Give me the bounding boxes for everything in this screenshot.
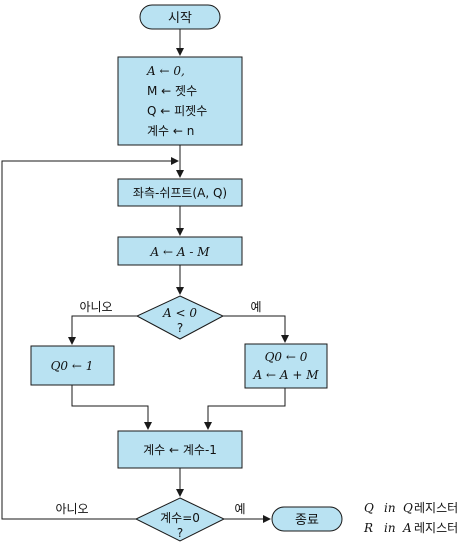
- decision1-node: A < 0 ?: [135, 295, 225, 340]
- init-line-4: 계수 ← n: [147, 124, 194, 138]
- legend-row-1-suffix: 레지스터: [414, 501, 458, 515]
- start-node: 시작: [139, 4, 221, 30]
- shift-node: 좌측-쉬프트(A, Q): [117, 178, 243, 207]
- arrow-decision1-yes: [223, 315, 289, 343]
- q0-one-shape: [30, 345, 115, 386]
- shift-shape: [117, 178, 243, 207]
- decision1-line-2: ?: [177, 321, 183, 335]
- decision2-no-label: 아니오: [55, 502, 88, 516]
- decrement-node: 계수 ← 계수-1: [117, 430, 243, 469]
- decision1-shape: [135, 295, 225, 340]
- end-shape: [271, 506, 343, 532]
- init-line-3: Q ← 피젯수: [147, 104, 207, 118]
- loop-back-arrowhead: [171, 157, 179, 165]
- decision1-no-label: 아니오: [79, 300, 112, 314]
- legend-row-2-reg: R: [363, 521, 373, 535]
- legend-row-1-target: Q: [403, 501, 413, 515]
- decision2-line-2: ?: [177, 526, 183, 540]
- end-node: 종료: [271, 506, 343, 532]
- init-shape: [117, 56, 243, 146]
- restore-node: Q0 ← 0 A ← A + M: [244, 343, 328, 389]
- init-line-1: A ← 0,: [146, 64, 185, 78]
- legend: Q in Q 레지스터 R in A 레지스터: [363, 501, 458, 535]
- q0-one-node: Q0 ← 1: [30, 345, 115, 386]
- restore-line-2: A ← A + M: [253, 368, 320, 382]
- subtract-label: A ← A - M: [150, 245, 211, 259]
- decision2-node: 계수=0 ?: [134, 497, 226, 542]
- legend-row-1-word: in: [384, 501, 396, 515]
- decision1-line-1: A < 0: [162, 306, 197, 320]
- legend-row-2-word: in: [384, 521, 396, 535]
- q0-one-label: Q0 ← 1: [51, 359, 94, 373]
- arrow-decision1-no: [68, 315, 137, 345]
- decision2-line-1: 계수=0: [160, 511, 200, 525]
- decrement-label: 계수 ← 계수-1: [143, 443, 217, 457]
- start-shape: [139, 4, 221, 30]
- arrow-q0one-to-decrement: [71, 385, 152, 430]
- restore-shape: [244, 343, 328, 389]
- arrow-restore-to-decrement: [204, 388, 286, 430]
- start-label: 시작: [168, 11, 192, 26]
- legend-row-2-target: A: [402, 521, 412, 535]
- decision1-yes-label: 예: [250, 300, 261, 314]
- shift-label: 좌측-쉬프트(A, Q): [133, 186, 227, 200]
- restore-line-1: Q0 ← 0: [265, 350, 308, 364]
- decision2-yes-label: 예: [234, 502, 245, 516]
- loop-back-line: [1, 160, 172, 520]
- subtract-shape: [117, 236, 243, 266]
- subtract-node: A ← A - M: [117, 236, 243, 266]
- decision2-shape: [134, 497, 226, 542]
- end-label: 종료: [295, 513, 319, 528]
- init-line-2: M ← 젯수: [147, 84, 197, 98]
- legend-row-2-suffix: 레지스터: [414, 521, 458, 535]
- connectors: [1, 29, 289, 523]
- decrement-shape: [117, 430, 243, 469]
- init-node: A ← 0, M ← 젯수 Q ← 피젯수 계수 ← n: [117, 56, 243, 146]
- legend-row-1-reg: Q: [364, 501, 374, 515]
